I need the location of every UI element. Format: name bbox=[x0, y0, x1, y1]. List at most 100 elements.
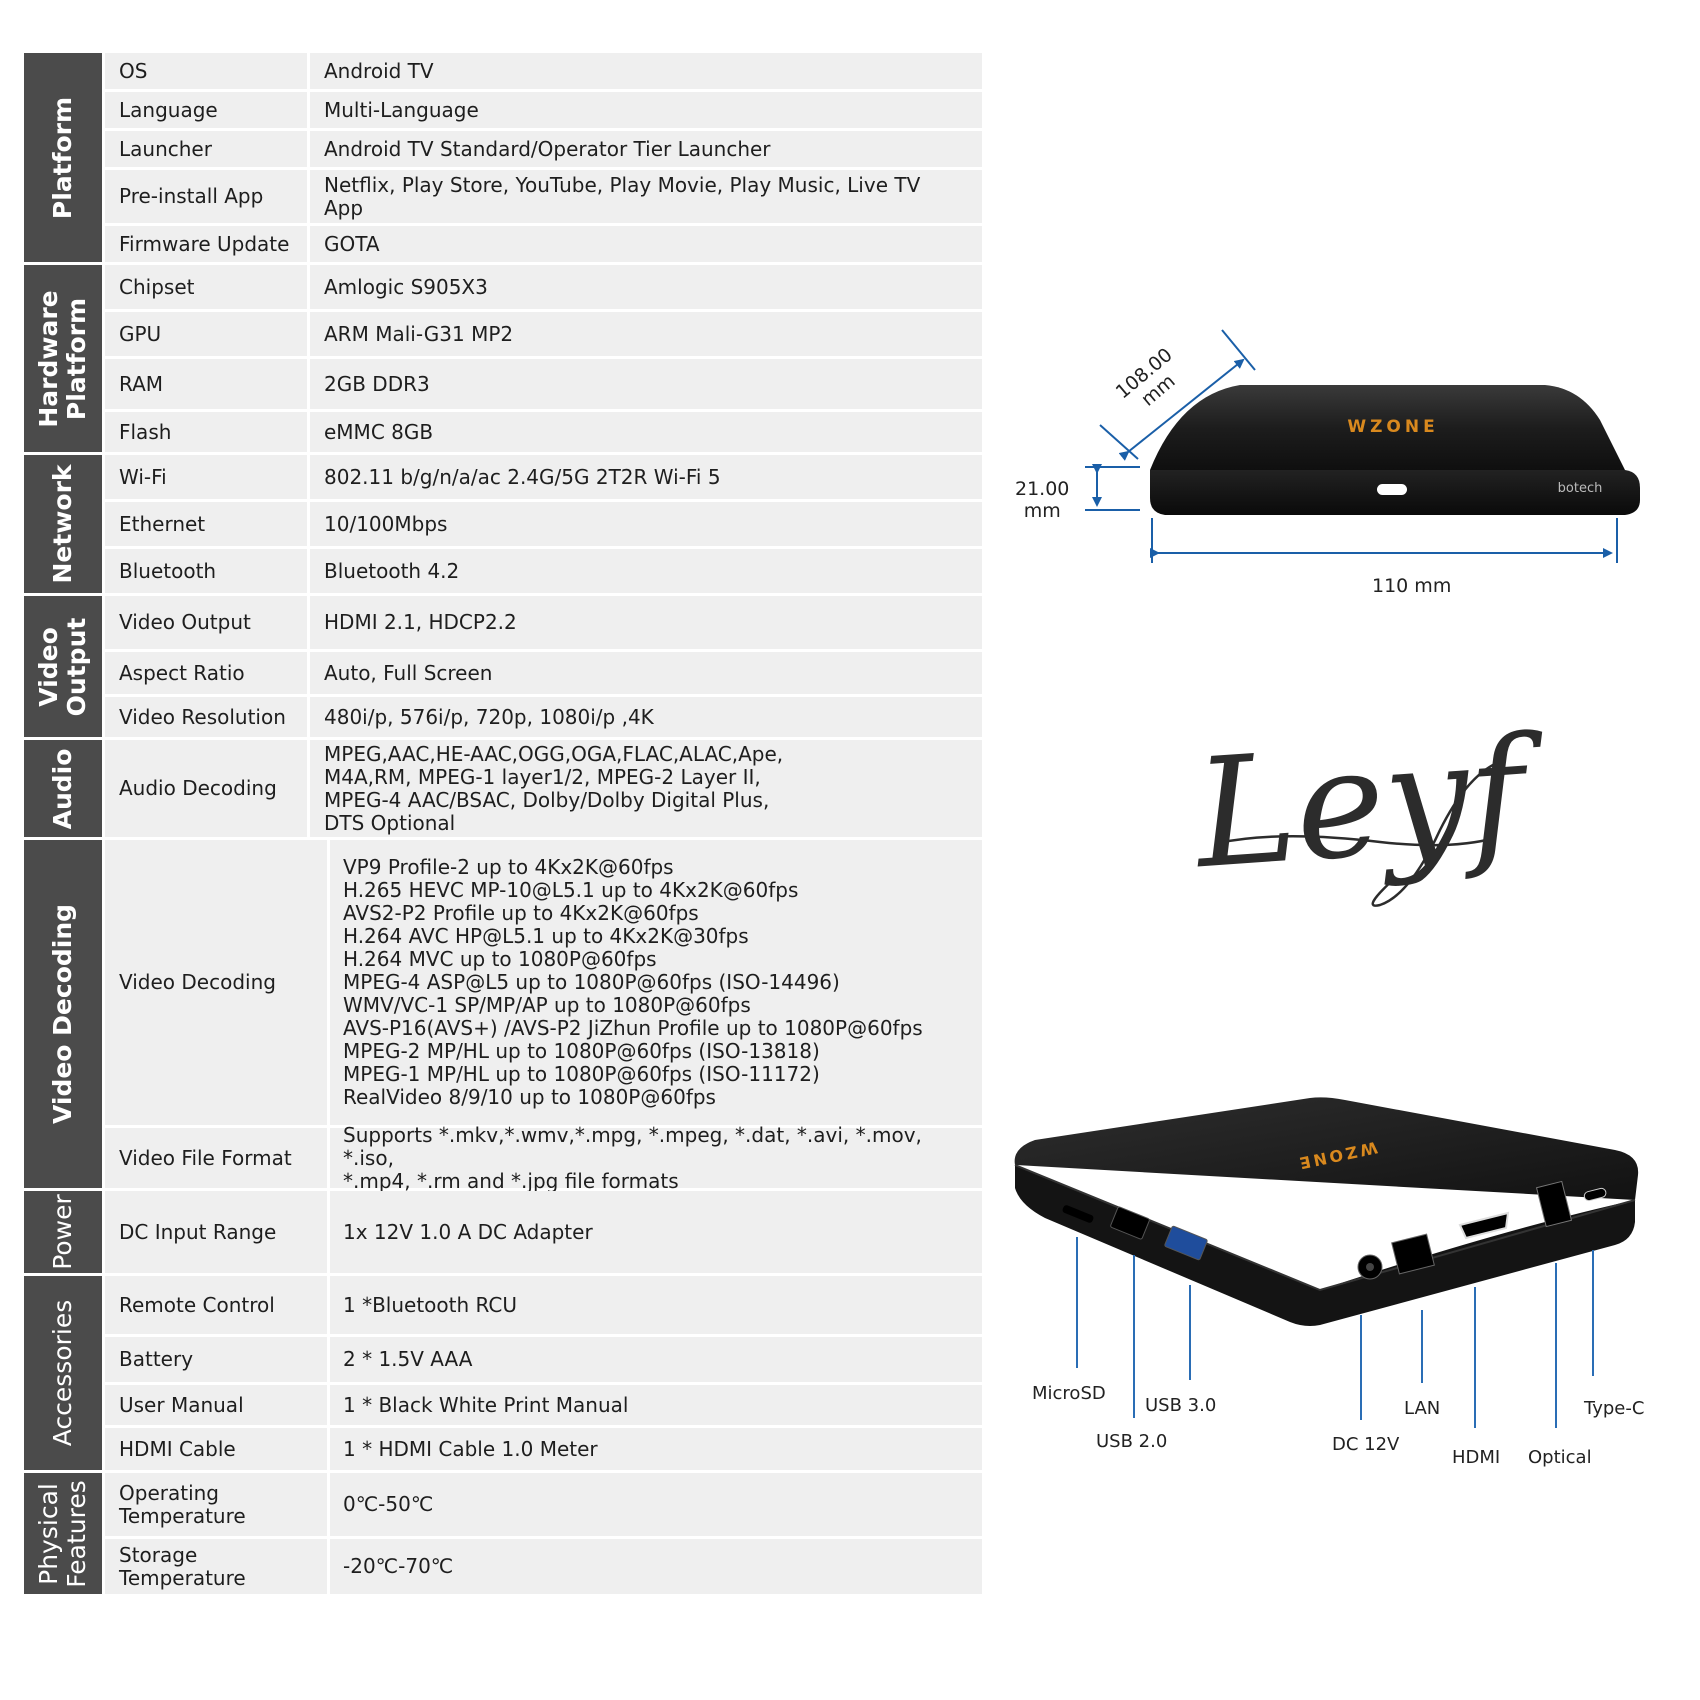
spec-key: Firmware Update bbox=[105, 226, 307, 262]
spec-key: Launcher bbox=[105, 131, 307, 167]
spec-value: Supports *.mkv,*.wmv,*.mpg, *.mpeg, *.da… bbox=[330, 1123, 982, 1192]
group-label: Audio bbox=[24, 740, 102, 837]
group-label: Power bbox=[24, 1191, 102, 1273]
spec-value: 1 * HDMI Cable 1.0 Meter bbox=[330, 1428, 982, 1470]
spec-value: 1x 12V 1.0 A DC Adapter bbox=[330, 1191, 982, 1273]
spec-value: VP9 Profile-2 up to 4Kx2K@60fps H.265 HE… bbox=[330, 840, 982, 1125]
spec-value: -20℃-70℃ bbox=[330, 1539, 982, 1594]
maker-logo: botech bbox=[1558, 481, 1603, 496]
spec-key: GPU bbox=[105, 312, 307, 356]
width-dimension-label: 110 mm bbox=[1372, 575, 1452, 597]
spec-value: Bluetooth 4.2 bbox=[310, 549, 982, 593]
spec-key: User Manual bbox=[105, 1385, 327, 1425]
typec-port-icon bbox=[1583, 1187, 1607, 1202]
spec-key: RAM bbox=[105, 359, 307, 409]
port-label-lan: LAN bbox=[1404, 1398, 1441, 1419]
port-label-microsd: MicroSD bbox=[1032, 1383, 1106, 1404]
height-dimension-label: 21.00 mm bbox=[1015, 478, 1070, 522]
spec-value: Android TV Standard/Operator Tier Launch… bbox=[310, 131, 982, 167]
spec-key: Battery bbox=[105, 1337, 327, 1382]
port-label-usb30: USB 3.0 bbox=[1145, 1395, 1217, 1416]
usb20-port-icon bbox=[1110, 1206, 1150, 1240]
usb30-port-icon bbox=[1164, 1225, 1208, 1261]
spec-value: MPEG,AAC,HE-AAC,OGG,OGA,FLAC,ALAC,Ape, M… bbox=[310, 740, 982, 837]
lan-port-icon bbox=[1391, 1233, 1435, 1275]
spec-key: Operating Temperature bbox=[105, 1473, 327, 1536]
spec-key: Video Resolution bbox=[105, 697, 307, 737]
optical-port-icon bbox=[1535, 1180, 1573, 1228]
spec-value: 10/100Mbps bbox=[310, 502, 982, 546]
spec-value: eMMC 8GB bbox=[310, 412, 982, 452]
group-label: Platform bbox=[24, 53, 102, 262]
spec-value: 1 * Black White Print Manual bbox=[330, 1385, 982, 1425]
group-label: Accessories bbox=[24, 1276, 102, 1470]
group-label: Network bbox=[24, 455, 102, 593]
group-label: Physical Features bbox=[24, 1473, 102, 1594]
spec-key: Ethernet bbox=[105, 502, 307, 546]
group-label: Video Decoding bbox=[24, 840, 102, 1188]
leyf-script-logo: Leyf bbox=[1187, 704, 1553, 907]
spec-key: Remote Control bbox=[105, 1276, 327, 1334]
group-label: Hardware Platform bbox=[24, 265, 102, 452]
spec-value: GOTA bbox=[310, 226, 982, 262]
spec-value: Amlogic S905X3 bbox=[310, 265, 982, 309]
device-top-view: WZONE botech bbox=[1150, 385, 1640, 515]
spec-key: Chipset bbox=[105, 265, 307, 309]
spec-key: Pre-install App bbox=[105, 170, 307, 223]
spec-value: ARM Mali-G31 MP2 bbox=[310, 312, 982, 356]
brand-logo: WZONE bbox=[1347, 417, 1438, 437]
spec-key: DC Input Range bbox=[105, 1191, 327, 1273]
spec-row: Storage Temperature-20℃-70℃ bbox=[105, 1539, 982, 1594]
svg-text:Leyf: Leyf bbox=[1187, 704, 1552, 902]
spec-value: HDMI 2.1, HDCP2.2 bbox=[310, 596, 982, 649]
spec-key: Storage Temperature bbox=[105, 1539, 327, 1594]
port-label-usb20: USB 2.0 bbox=[1096, 1431, 1168, 1452]
spec-value: 1 *Bluetooth RCU bbox=[330, 1276, 982, 1334]
spec-value: Android TV bbox=[310, 53, 982, 89]
spec-value: 802.11 b/g/n/a/ac 2.4G/5G 2T2R Wi-Fi 5 bbox=[310, 455, 982, 499]
spec-value: Multi-Language bbox=[310, 92, 982, 128]
port-label-dc12v: DC 12V bbox=[1332, 1434, 1400, 1455]
hdmi-port-icon bbox=[1458, 1211, 1510, 1240]
spec-value: 2GB DDR3 bbox=[310, 359, 982, 409]
port-callout-lines bbox=[1076, 1237, 1594, 1428]
port-label-hdmi: HDMI bbox=[1452, 1447, 1501, 1468]
spec-key: Flash bbox=[105, 412, 307, 452]
spec-key: Bluetooth bbox=[105, 549, 307, 593]
spec-key: OS bbox=[105, 53, 307, 89]
port-label-typec: Type-C bbox=[1584, 1398, 1645, 1419]
spec-key: HDMI Cable bbox=[105, 1428, 327, 1470]
led-indicator-icon bbox=[1377, 484, 1407, 495]
microsd-slot-icon bbox=[1062, 1205, 1094, 1223]
